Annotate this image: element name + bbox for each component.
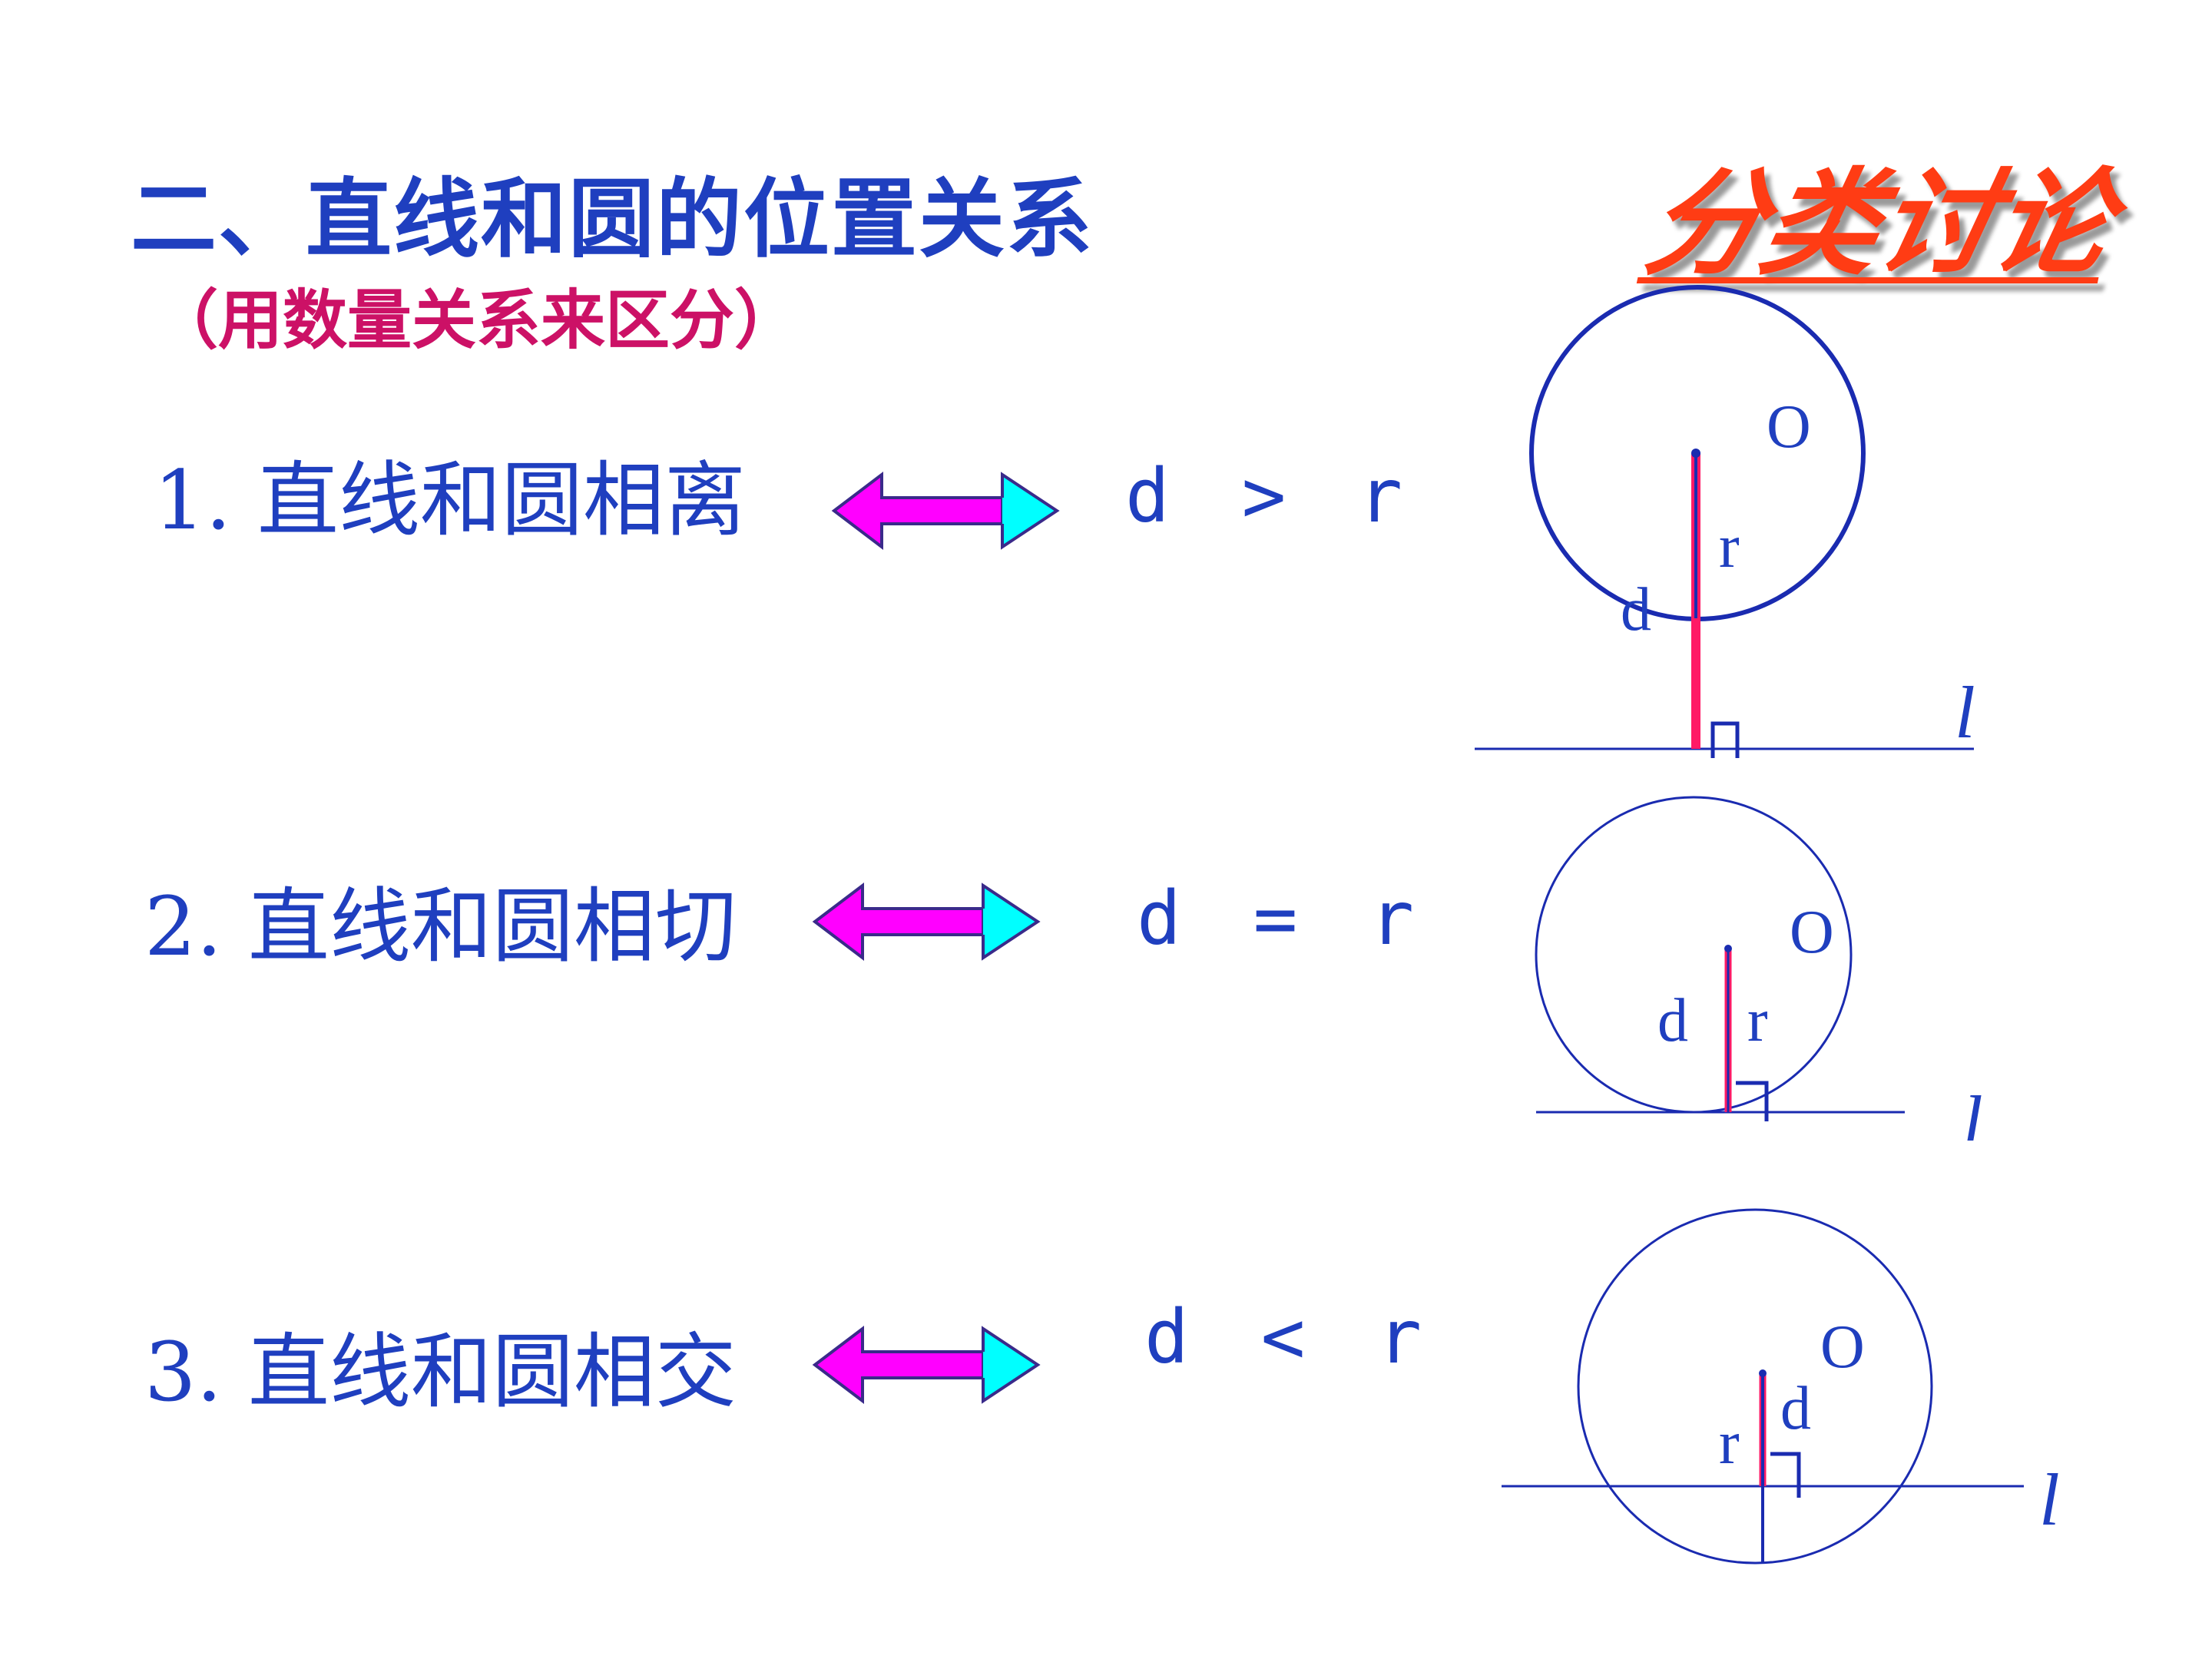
double-arrow-icon xyxy=(812,1325,1041,1405)
line-label: l xyxy=(1955,671,1975,753)
center-point xyxy=(1724,945,1732,952)
diagram-separate: O r d l xyxy=(1475,285,1975,758)
center-point xyxy=(1759,1369,1767,1377)
line-label: l xyxy=(2039,1459,2060,1541)
right-angle-mark xyxy=(1736,1081,1769,1121)
relation-equal: d = r xyxy=(1137,876,1428,962)
distance-label: d xyxy=(1657,987,1688,1055)
double-arrow-icon xyxy=(812,882,1041,962)
relation-less: d < r xyxy=(1144,1294,1435,1380)
center-point xyxy=(1691,449,1700,458)
center-label: O xyxy=(1790,899,1834,966)
double-arrow-icon xyxy=(831,471,1060,551)
diagram-tangent: O r d l xyxy=(1535,796,1983,1141)
case-separate-label: 1. 直线和圆相离 xyxy=(154,453,746,548)
radius-label: r xyxy=(1719,1409,1740,1477)
right-angle-mark xyxy=(1770,1452,1801,1498)
slide-title: 二、直线和圆的位置关系 xyxy=(131,170,1094,270)
right-angle-mark xyxy=(1710,721,1740,758)
case-intersect-label: 3. 直线和圆相交 xyxy=(144,1325,737,1419)
distance-label: d xyxy=(1621,576,1651,644)
distance-label: d xyxy=(1780,1375,1811,1442)
radius-label: r xyxy=(1719,513,1740,581)
line-label: l xyxy=(1962,1081,1983,1141)
relation-greater: d > r xyxy=(1125,453,1416,539)
slide-subtitle: （用数量关系来区分） xyxy=(154,283,800,358)
center-label: O xyxy=(1820,1313,1865,1381)
diagram-intersect: O r d l xyxy=(1502,1208,2060,1565)
center-label: O xyxy=(1767,393,1811,461)
circle xyxy=(1577,1208,1933,1565)
radius-label: r xyxy=(1747,987,1768,1055)
case-tangent-label: 2. 直线和圆相切 xyxy=(144,879,737,974)
